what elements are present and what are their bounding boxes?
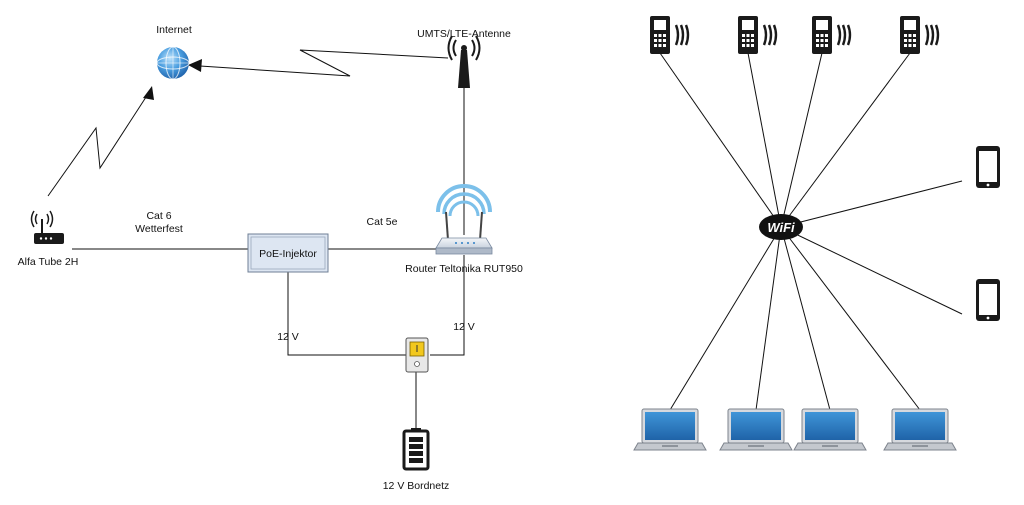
wifi-link [669,226,782,411]
battery-icon [402,428,430,471]
power-line-router [430,255,465,356]
voltage-label-right: 12 V [453,321,475,333]
wifi-link [780,180,963,228]
antenna-label: UMTS/LTE-Antenne [417,28,511,40]
feature-phone-icon [650,16,690,54]
laptop-icon [793,408,867,451]
voltage-label-left: 12 V [277,331,299,343]
cat5e-label: Cat 5e [367,216,398,228]
feature-phone-icon [900,16,940,54]
power-line-poe [287,272,408,356]
wifi-hub-label: WiFi [767,220,795,235]
wifi-link [780,52,823,228]
bordnetz-label: 12 V Bordnetz [383,480,450,492]
wifi-link [659,52,782,228]
wifi-wireless-link [47,93,149,197]
smartphone-icon [976,146,1000,188]
alfa-tube-icon [30,210,64,244]
alfa-label: Alfa Tube 2H [18,256,79,268]
router-icon [435,184,493,255]
wifi-link [780,226,963,315]
smartphone-icon [976,279,1000,321]
cat6-label: Cat 6 [146,210,171,222]
arrow-head [188,59,202,72]
laptop-icon [719,408,793,451]
wifi-link [780,226,921,411]
wifi-hub-icon: WiFi [759,214,803,240]
router-label: Router Teltonika RUT950 [405,263,523,275]
wifi-link [747,52,782,228]
globe-icon [156,46,190,80]
connections [47,49,469,428]
internet-label: Internet [156,24,192,36]
arrow-head [143,86,154,100]
wifi-connections [659,52,963,411]
feature-phone-icon [812,16,852,54]
wifi-clients [633,16,1000,451]
wifi-link [780,226,831,411]
antenna-tower-icon [447,35,481,88]
lte-wireless-link [199,49,449,77]
poe-injector-box [247,233,329,273]
poe-label: PoE-Injektor [259,248,317,260]
feature-phone-icon [738,16,778,54]
wetterfest-label: Wetterfest [135,223,183,235]
wifi-link [755,226,782,411]
laptop-icon [883,408,957,451]
laptop-icon [633,408,707,451]
wifi-link [780,52,911,228]
switch-icon [405,337,429,373]
